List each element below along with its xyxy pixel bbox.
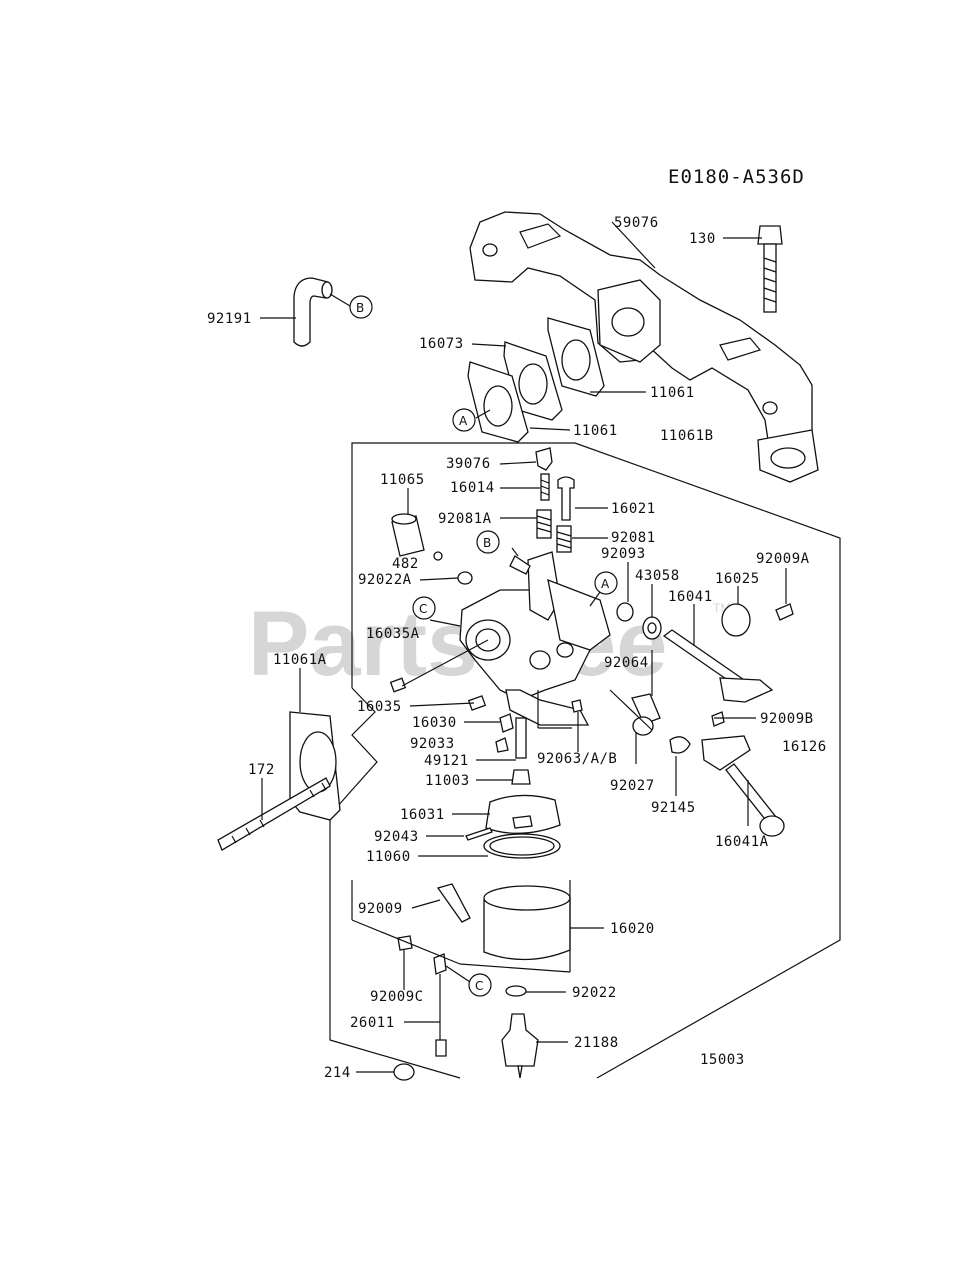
- callout-c-carb: C: [412, 596, 436, 620]
- callout-a-top: A: [452, 408, 476, 432]
- svg-text:A: A: [459, 414, 468, 428]
- throttle-shaft: [662, 603, 794, 703]
- breather-hose: [293, 277, 333, 347]
- label-16041: 16041: [668, 589, 713, 605]
- label-11061-lower: 11061: [573, 423, 618, 439]
- label-92009: 92009: [358, 901, 403, 917]
- callout-a-carb: A: [594, 571, 618, 595]
- callout-c-bottom: C: [468, 973, 492, 997]
- label-11003: 11003: [425, 773, 470, 789]
- manifold-gaskets: [467, 317, 605, 443]
- callout-b-carb: B: [476, 530, 500, 554]
- label-92022: 92022: [572, 985, 617, 1001]
- label-59076: 59076: [614, 215, 659, 231]
- label-92081: 92081: [611, 530, 656, 546]
- jet-parts: [389, 677, 785, 837]
- label-11061-upper: 11061: [650, 385, 695, 401]
- intake-manifold: [469, 211, 819, 483]
- part-labels: 59076 130 92191 16073 11061 11061 11061B…: [207, 215, 827, 1081]
- label-11061a: 11061A: [273, 652, 327, 668]
- carb-gasket-and-stud: [217, 711, 341, 851]
- label-11065: 11065: [380, 472, 425, 488]
- label-130: 130: [689, 231, 716, 247]
- label-16021: 16021: [611, 501, 656, 517]
- callout-b-top: B: [349, 295, 373, 319]
- assembly-boundary: [329, 442, 841, 1079]
- label-11060: 11060: [366, 849, 411, 865]
- label-16030: 16030: [412, 715, 457, 731]
- label-92081a: 92081A: [438, 511, 492, 527]
- leader-lines: [260, 221, 787, 1073]
- svg-text:B: B: [483, 536, 491, 550]
- label-92009b: 92009B: [760, 711, 814, 727]
- label-16014: 16014: [450, 480, 495, 496]
- callouts: B A B A C C: [349, 295, 618, 997]
- diagram-code: E0180-A536D: [668, 166, 805, 188]
- label-92022a: 92022A: [358, 572, 412, 588]
- label-92145: 92145: [651, 800, 696, 816]
- float-and-bowl: [436, 794, 571, 1079]
- svg-text:B: B: [356, 301, 364, 315]
- svg-text:C: C: [475, 979, 483, 993]
- label-92027: 92027: [610, 778, 655, 794]
- label-92009c: 92009C: [370, 989, 424, 1005]
- watermark-text: PartsTree: [248, 593, 667, 695]
- label-11061b: 11061B: [660, 428, 714, 444]
- label-16073: 16073: [419, 336, 464, 352]
- label-15003: 15003: [700, 1052, 745, 1068]
- label-92043: 92043: [374, 829, 419, 845]
- label-92191: 92191: [207, 311, 252, 327]
- label-172: 172: [248, 762, 275, 778]
- top-small-parts: [391, 447, 662, 640]
- label-43058: 43058: [635, 568, 680, 584]
- label-39076: 39076: [446, 456, 491, 472]
- label-92064: 92064: [604, 655, 649, 671]
- label-214: 214: [324, 1065, 351, 1081]
- label-16025: 16025: [715, 571, 760, 587]
- label-16031: 16031: [400, 807, 445, 823]
- label-16126: 16126: [782, 739, 827, 755]
- label-16035: 16035: [357, 699, 402, 715]
- label-92033: 92033: [410, 736, 455, 752]
- label-49121: 49121: [424, 753, 469, 769]
- label-16041a: 16041A: [715, 834, 769, 850]
- label-16035a: 16035A: [366, 626, 420, 642]
- label-92009a: 92009A: [756, 551, 810, 567]
- label-92093: 92093: [601, 546, 646, 562]
- bottom-left-parts: [393, 935, 447, 1081]
- label-16020: 16020: [610, 921, 655, 937]
- label-482: 482: [392, 556, 419, 572]
- label-21188: 21188: [574, 1035, 619, 1051]
- svg-text:C: C: [419, 602, 427, 616]
- label-26011: 26011: [350, 1015, 395, 1031]
- label-92063ab: 92063/A/B: [537, 751, 617, 767]
- bolt-130: [757, 225, 783, 313]
- svg-text:A: A: [601, 577, 610, 591]
